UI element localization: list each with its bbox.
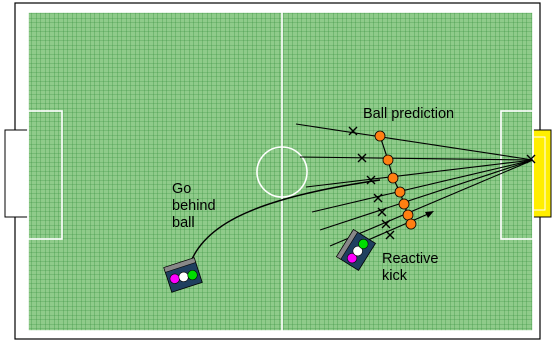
- x-mark-icon: [366, 175, 376, 185]
- x-mark-icon: [526, 154, 536, 164]
- x-mark-icon: [373, 193, 383, 203]
- go-behind-ball-path: [187, 179, 381, 269]
- x-mark-icon: [385, 230, 395, 240]
- ball-icon: [394, 186, 406, 198]
- robot-reactive-kick-icon: [335, 228, 377, 272]
- trajectory-line: [299, 156, 534, 161]
- label-reactive-kick: Reactive kick: [382, 251, 442, 284]
- ball-icon: [398, 198, 410, 210]
- center-circle: [256, 146, 308, 198]
- label-ball: ball: [172, 215, 195, 231]
- trajectory-line: [311, 159, 534, 213]
- ball-icon: [382, 154, 394, 166]
- trajectory-line: [329, 159, 534, 247]
- x-mark-icon: [377, 207, 387, 217]
- ball-icon: [387, 172, 399, 184]
- label-go-behind-ball: Go behind ball: [172, 181, 220, 231]
- x-mark-icon: [348, 126, 358, 136]
- left-penalty-area: [27, 110, 63, 240]
- robot-marker-green: [187, 269, 198, 281]
- robot-marker-green: [358, 238, 369, 250]
- reactive-kick-arrow: [367, 211, 434, 241]
- ball-icon: [402, 209, 414, 221]
- label-go: Go: [172, 181, 191, 197]
- robot-go-behind-icon: [163, 257, 203, 293]
- field-grid: [28, 12, 533, 331]
- right-penalty-area: [500, 110, 534, 240]
- ball-icon: [374, 130, 386, 142]
- predicted-position-markers: [348, 126, 536, 240]
- x-mark-icon: [357, 153, 367, 163]
- trajectory-line: [295, 123, 534, 161]
- trajectory-line: [319, 159, 534, 231]
- trajectory-line: [305, 159, 534, 188]
- field-markings: [27, 11, 534, 332]
- x-mark-icon: [381, 219, 391, 229]
- ball-trajectory-lines: [295, 123, 534, 247]
- label-reactive: Reactive: [382, 251, 438, 267]
- ball-positions: [374, 130, 417, 230]
- ball-icon: [405, 218, 417, 230]
- label-ball-prediction: Ball prediction: [363, 106, 454, 122]
- label-kick: kick: [382, 268, 408, 284]
- label-behind: behind: [172, 198, 216, 214]
